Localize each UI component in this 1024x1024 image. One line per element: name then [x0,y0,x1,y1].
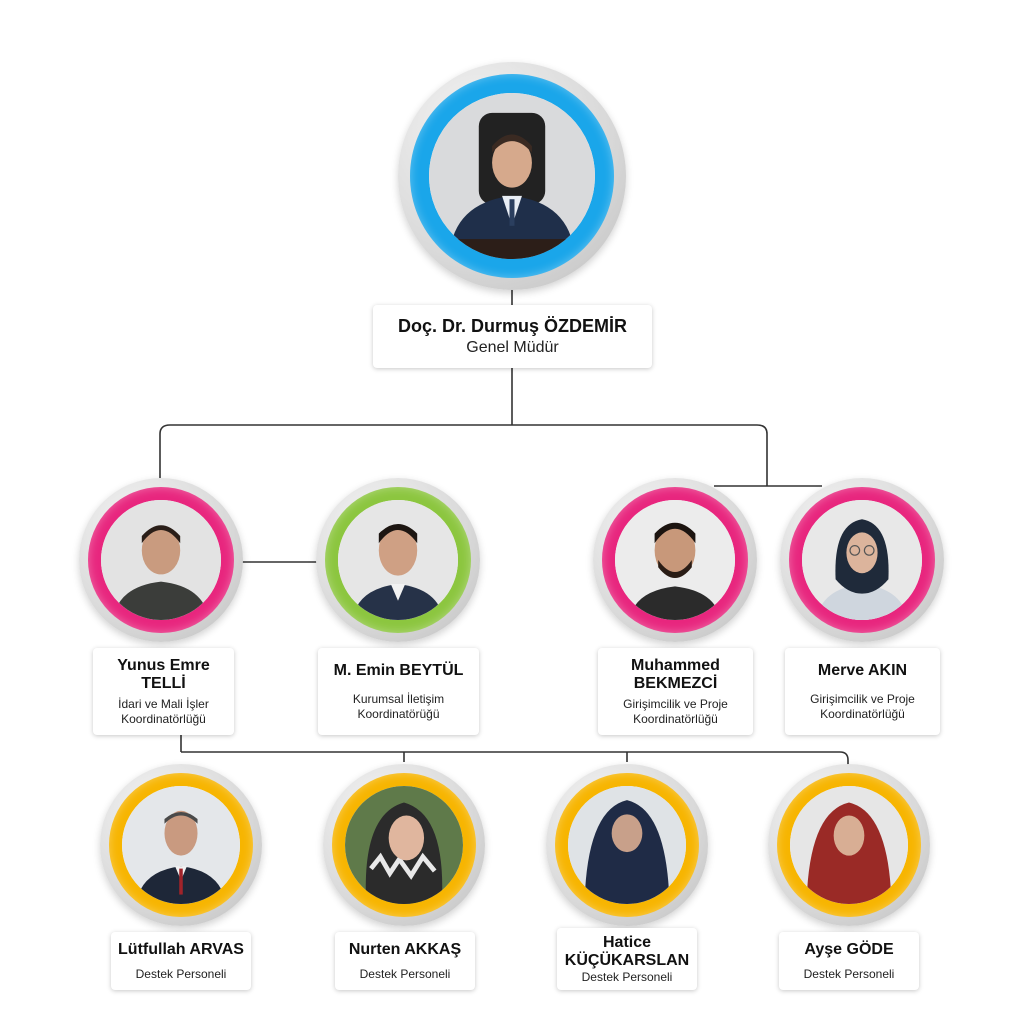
coordinator-card-1: Yunus Emre TELLİ İdari ve Mali İşler Koo… [93,648,234,735]
coordinator-photo-1 [101,500,221,620]
director-avatar [398,62,626,290]
person-hijab-icon [802,500,922,620]
staff-photo-3 [568,786,686,904]
coordinator-photo-4 [802,500,922,620]
staff-name-3-line2: KÜÇÜKARSLAN [564,951,690,969]
coordinator-photo-2 [338,500,458,620]
coordinator-card-3: Muhammed BEKMEZCİ Girişimcilik ve Proje … [598,648,753,735]
staff-avatar-4 [768,764,930,926]
staff-card-3: Hatice KÜÇÜKARSLAN Destek Personeli [557,928,697,990]
staff-photo-2 [345,786,463,904]
staff-photo-1 [122,786,240,904]
coordinator-card-4: Merve AKIN Girişimcilik ve Proje Koordin… [785,648,940,735]
person-icon [615,500,735,620]
staff-photo-4 [790,786,908,904]
coordinator-photo-3 [615,500,735,620]
coordinator-role-4-line1: Girişimcilik ve Proje [810,691,915,706]
coordinator-avatar-3 [593,478,757,642]
coordinator-avatar-2 [316,478,480,642]
staff-avatar-1 [100,764,262,926]
coordinator-role-2-line1: Kurumsal İletişim [352,691,445,706]
connector-coordinators-bus [159,424,768,486]
coordinator-role-2-line2: Koordinatörüğü [357,706,440,721]
staff-card-1: Lütfullah ARVAS Destek Personeli [111,932,251,990]
coordinator-name-3-line1: Muhammed [631,656,720,674]
coordinator-avatar-1 [79,478,243,642]
coordinator-role-3-line2: Koordinatörlüğü [633,711,718,726]
director-name: Doç. Dr. Durmuş ÖZDEMİR [397,315,628,336]
person-icon [101,500,221,620]
staff-role-1: Destek Personeli [135,966,227,981]
staff-avatar-2 [323,764,485,926]
person-suit-icon [429,93,595,259]
coordinator-role-3-line1: Girişimcilik ve Proje [623,696,728,711]
staff-role-3: Destek Personeli [581,969,673,984]
coordinator-avatar-4 [780,478,944,642]
person-suit-icon [122,786,240,904]
person-hijab-icon [568,786,686,904]
staff-card-4: Ayşe GÖDE Destek Personeli [779,932,919,990]
director-role: Genel Müdür [466,338,559,356]
staff-name-4: Ayşe GÖDE [804,940,894,958]
person-hijab-icon [790,786,908,904]
coordinator-role-4-line2: Koordinatörlüğü [820,706,905,721]
coordinator-role-1-line1: İdari ve Mali İşler [118,696,209,711]
staff-role-4: Destek Personeli [803,966,895,981]
connector-staff-bus [181,751,849,765]
coordinator-role-1-line2: Koordinatörlüğü [121,711,206,726]
coordinator-name-3-line2: BEKMEZCİ [633,674,718,692]
staff-name-2: Nurten AKKAŞ [348,940,462,958]
person-hijab-icon [345,786,463,904]
staff-name-1: Lütfullah ARVAS [118,940,244,958]
coordinator-name-4-line1: Merve AKIN [817,661,908,679]
staff-card-2: Nurten AKKAŞ Destek Personeli [335,932,475,990]
coordinator-card-2: M. Emin BEYTÜL Kurumsal İletişim Koordin… [318,648,479,735]
staff-name-3-line1: Hatice [602,933,652,951]
coordinator-name-2-line1: M. Emin BEYTÜL [333,661,464,679]
coordinator-name-1-line2: TELLİ [141,674,186,692]
director-photo [429,93,595,259]
staff-role-2: Destek Personeli [359,966,451,981]
staff-avatar-3 [546,764,708,926]
director-card: Doç. Dr. Durmuş ÖZDEMİR Genel Müdür [373,305,652,368]
person-suit-icon [338,500,458,620]
coordinator-name-1-line1: Yunus Emre [117,656,210,674]
